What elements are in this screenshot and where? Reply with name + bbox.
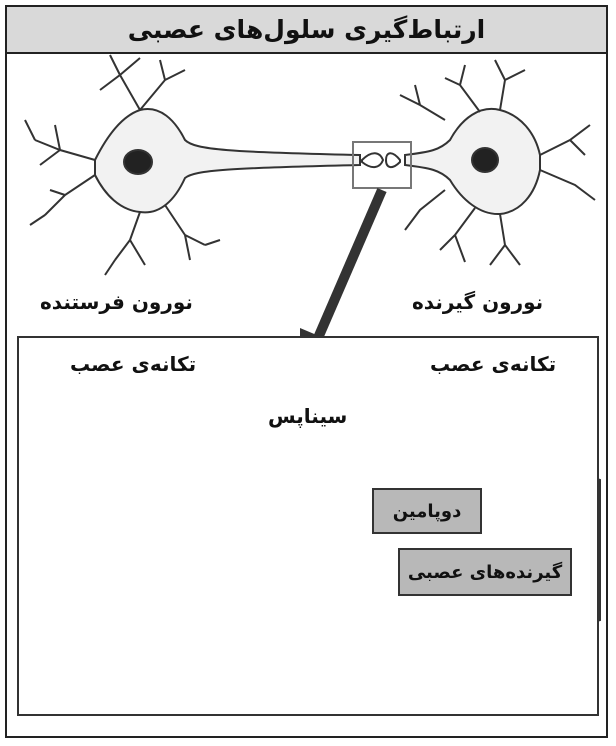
synapse-label: سیناپس bbox=[268, 404, 347, 428]
synapse-detail-box bbox=[17, 336, 599, 716]
dopamine-callout: دوپامین bbox=[372, 488, 482, 534]
receiving-neuron-drawing bbox=[400, 60, 595, 265]
receiving-nucleus bbox=[472, 148, 498, 172]
sending-nucleus bbox=[124, 150, 152, 174]
receiving-neuron-label: نورون گیرنده bbox=[412, 290, 543, 314]
synapse-terminals-small bbox=[362, 153, 400, 167]
receptors-callout: گیرنده‌های عصبی bbox=[398, 548, 572, 596]
impulse-label-right: تکانه‌ی عصب bbox=[430, 352, 556, 376]
sending-neuron-label: نورون فرستنده bbox=[40, 290, 193, 314]
sending-neuron-drawing bbox=[25, 55, 360, 275]
synapse-highlight-box bbox=[353, 142, 411, 188]
impulse-label-left: تکانه‌ی عصب bbox=[70, 352, 196, 376]
